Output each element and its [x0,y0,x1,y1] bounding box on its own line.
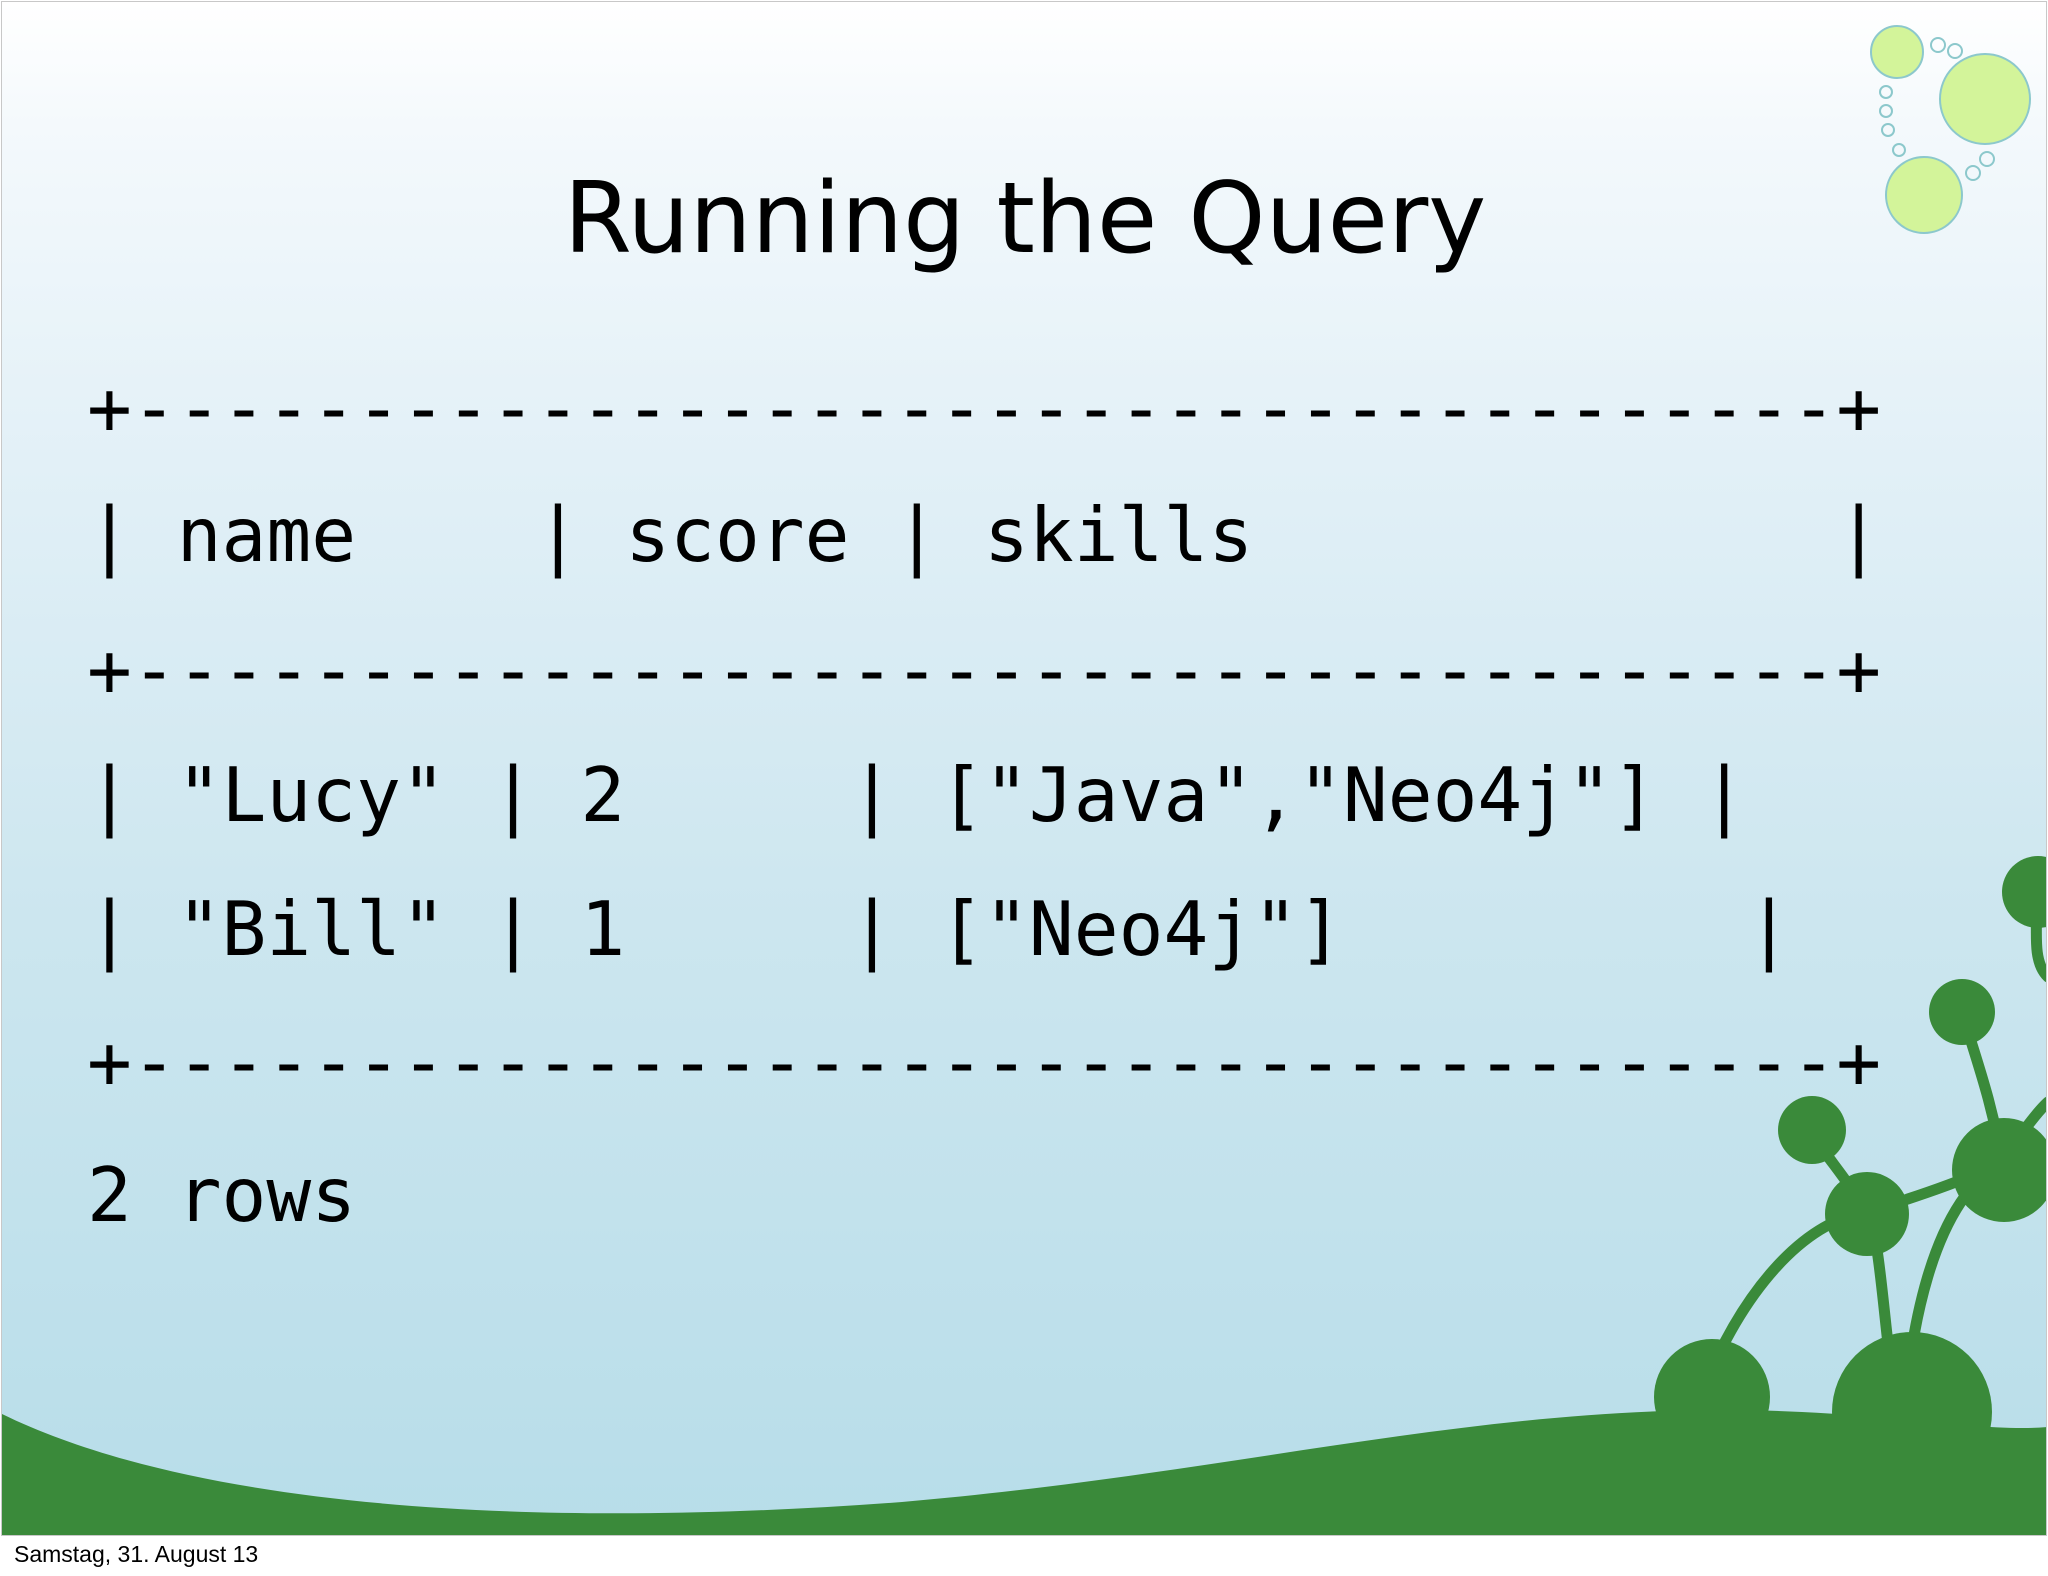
result-border-bottom: +--------------------------------------+ [87,1019,1882,1106]
footer-date: Samstag, 31. August 13 [14,1541,259,1567]
result-row-bill: | "Bill" | 1 | ["Neo4j"] | [87,886,1792,973]
result-header-row: | name | score | skills | [87,492,1882,579]
bubbles-icon [1870,25,2031,234]
row-count: 2 rows [87,1152,357,1239]
molecule-plant-icon [2,856,2046,1535]
slide: Running the Query +---------------------… [1,1,2047,1536]
result-row-lucy: | "Lucy" | 2 | ["Java","Neo4j"] | [87,752,1747,839]
result-border-middle: +--------------------------------------+ [87,627,1882,714]
slide-decoration [2,25,2046,1535]
result-border-top: +--------------------------------------+ [87,365,1882,452]
slide-title: Running the Query [563,162,1487,276]
